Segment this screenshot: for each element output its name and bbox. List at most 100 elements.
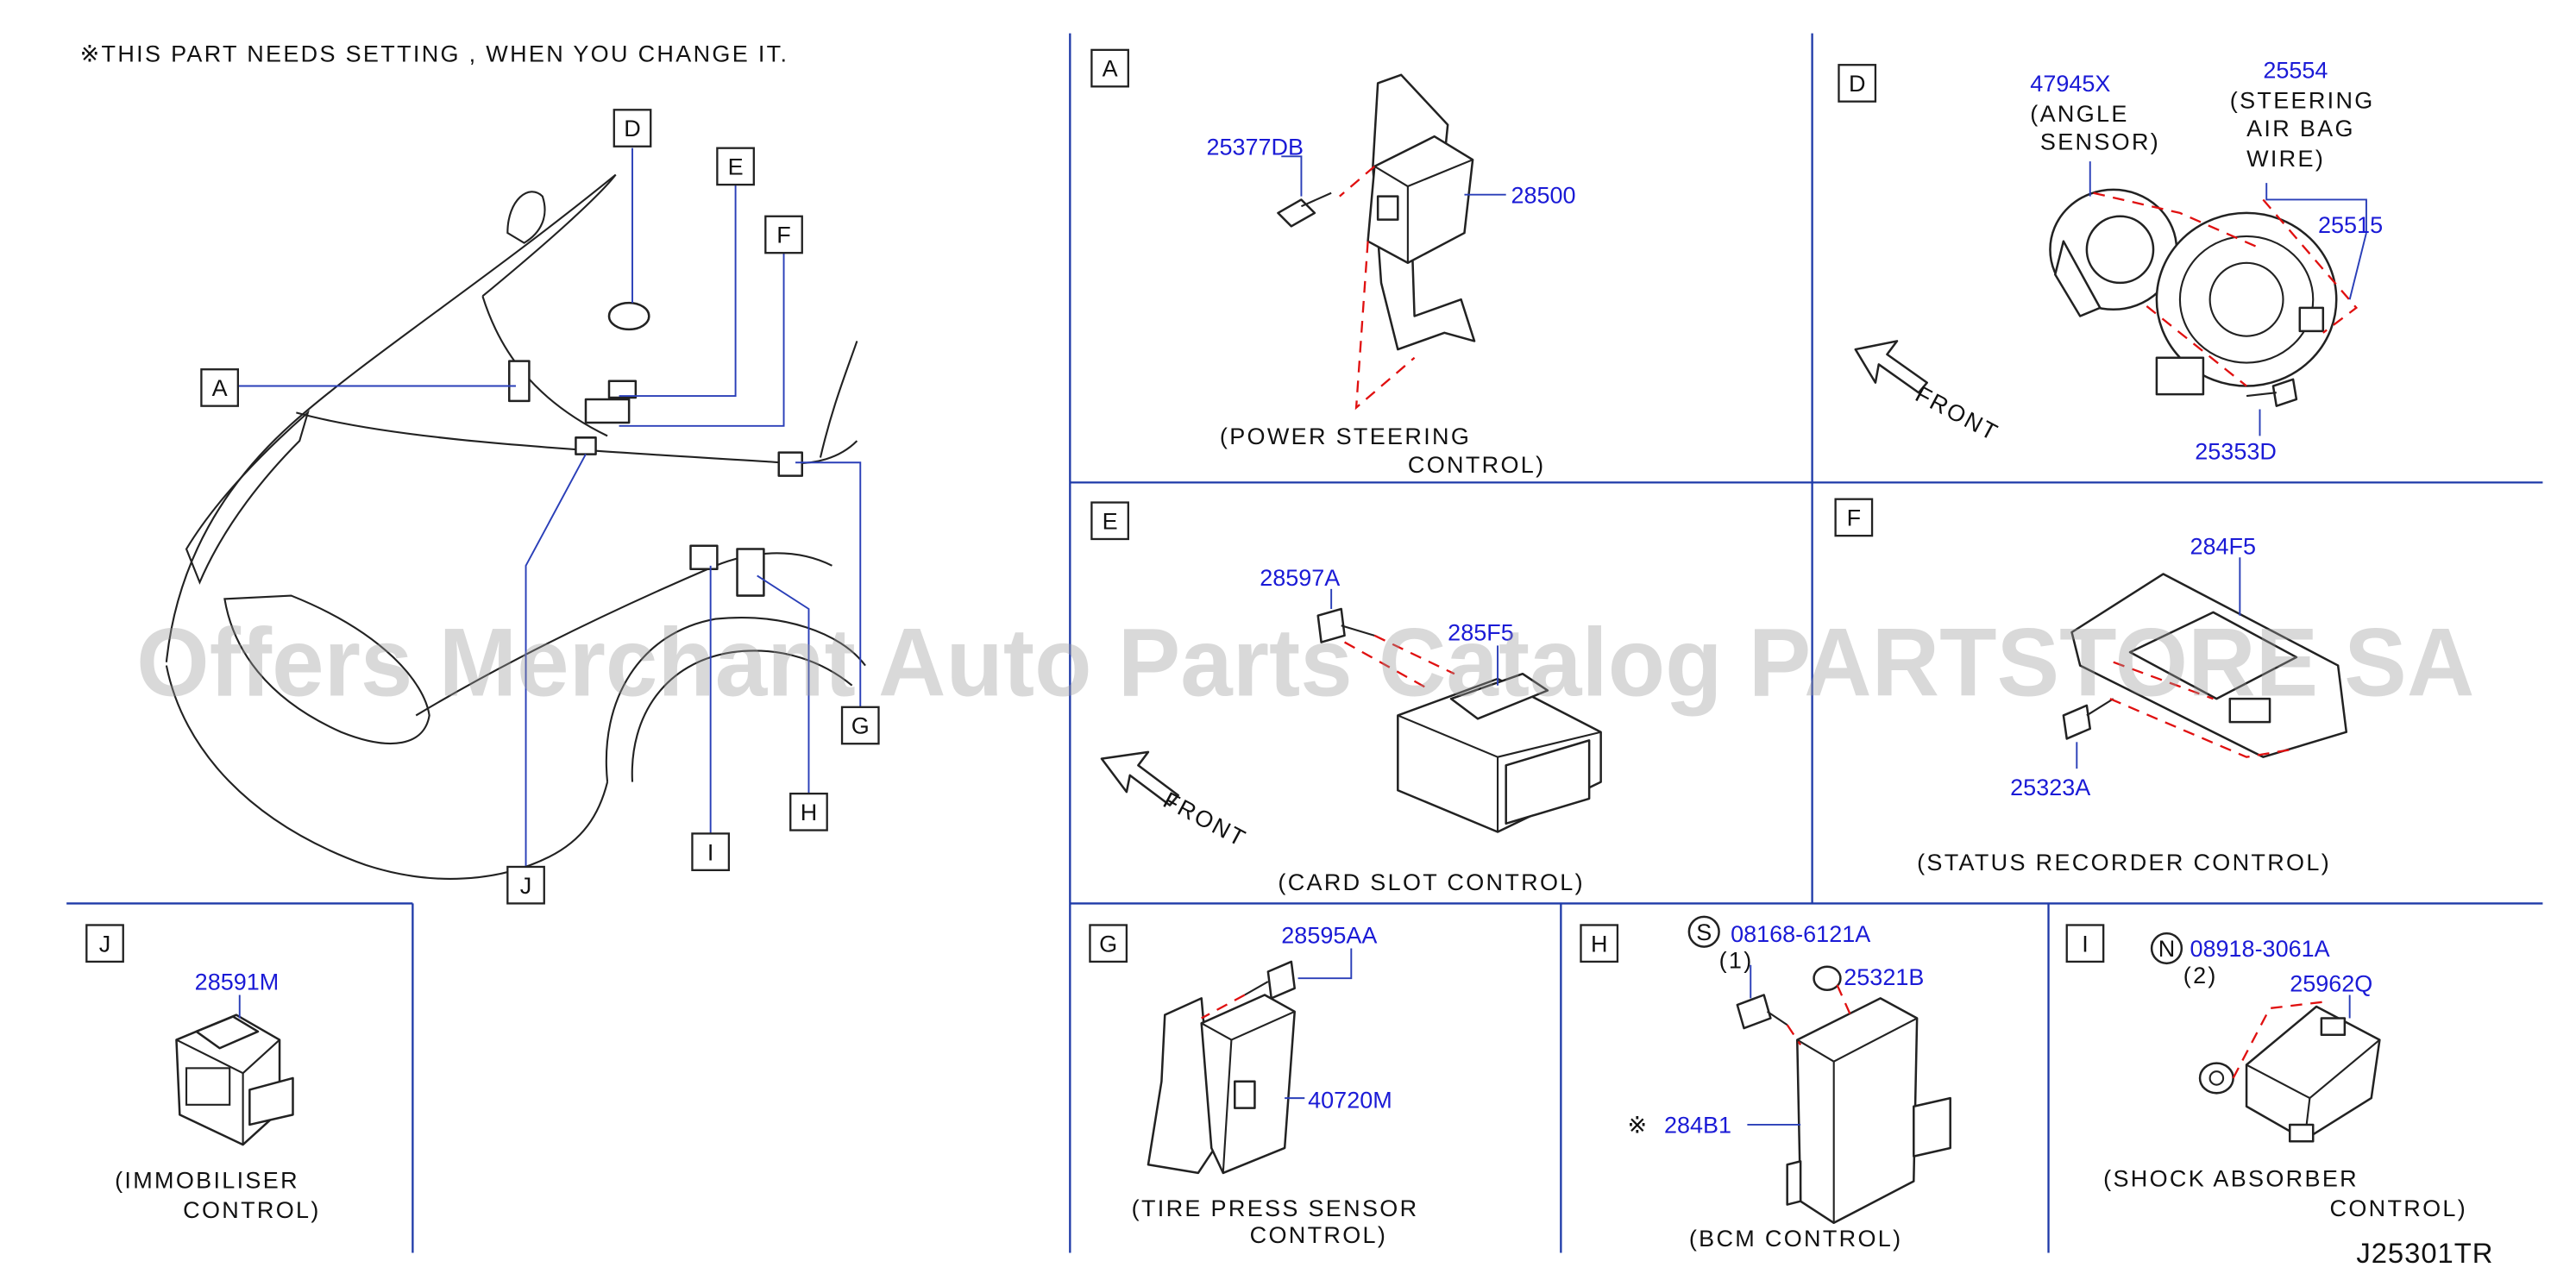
section-f-status-recorder: F 284F5 25323A (STATUS RECORDER CONTROL) [1834, 498, 2348, 875]
svg-text:N: N [2158, 936, 2176, 962]
part-number-25515[interactable]: 25515 [2318, 212, 2383, 238]
part-number-285f5[interactable]: 285F5 [1448, 620, 1514, 646]
caption-card-slot: (CARD SLOT CONTROL) [1278, 869, 1585, 895]
svg-text:(ANGLE: (ANGLE [2030, 101, 2128, 127]
car-bumper [165, 665, 609, 880]
bcm-module [1796, 997, 1919, 1225]
immobiliser-marker [575, 436, 597, 455]
svg-text:S: S [1696, 919, 1712, 945]
vehicle-overview [165, 173, 866, 880]
standard-part-symbol-s [1687, 915, 1720, 948]
caption-power-steering-2: CONTROL) [1408, 452, 1546, 478]
tire-sensor-bracket [1147, 997, 1216, 1175]
section-d-steering: D 47945X (ANGLE SENSOR) 25554 (STEERING … [1838, 58, 2383, 464]
wire-plug-25515 [2298, 306, 2325, 333]
car-side-pillar [819, 341, 858, 458]
caption-shock-2: CONTROL) [2330, 1195, 2468, 1221]
part-number-284f5[interactable]: 284F5 [2190, 533, 2256, 559]
section-i-shock-absorber: I N 08918-3061A (2) 25962Q (SHOCK ABSORB… [2065, 924, 2468, 1221]
section-a-power-steering: A 25377DB 28500 (POWER STEERING CONTROL) [1090, 48, 1576, 478]
quantity-i: (2) [2183, 963, 2218, 988]
car-headlamp [185, 410, 310, 585]
callout-d[interactable]: D [613, 109, 652, 147]
callout-a[interactable]: A [200, 368, 239, 407]
part-number-25321b[interactable]: 25321B [1844, 964, 1924, 990]
svg-text:D: D [624, 116, 641, 141]
section-h-letter: H [1591, 931, 1608, 957]
caption-power-steering-1: (POWER STEERING [1220, 424, 1471, 449]
section-j-immobiliser: J 28591M (IMMOBILISER CONTROL) [85, 924, 321, 1223]
part-number-25554[interactable]: 25554 [2263, 58, 2328, 84]
svg-text:(STEERING: (STEERING [2230, 87, 2375, 113]
svg-text:J: J [520, 873, 532, 899]
car-fender [415, 552, 832, 717]
part-number-284b1[interactable]: 284B1 [1664, 1113, 1731, 1139]
part-number-28595aa[interactable]: 28595AA [1281, 923, 1377, 949]
part-number-40720m[interactable]: 40720M [1308, 1088, 1392, 1114]
part-number-28597a[interactable]: 28597A [1260, 565, 1340, 591]
front-arrow-icon [1100, 750, 1179, 806]
screw-28595aa [1266, 960, 1296, 1000]
part-number-08918-3061a[interactable]: 08918-3061A [2190, 936, 2329, 962]
svg-text:SENSOR): SENSOR) [2040, 129, 2160, 155]
screw-25353d [2271, 378, 2298, 407]
callout-i[interactable]: I [691, 832, 731, 871]
caption-immobiliser-1: (IMMOBILISER [115, 1167, 299, 1193]
card-slot-marker [584, 398, 631, 424]
callout-e[interactable]: E [716, 147, 755, 186]
part-number-25353d[interactable]: 25353D [2195, 438, 2277, 464]
section-h-bcm: H S 08168-6121A (1) 25321B ※ 284B1 (BCM … [1580, 915, 1951, 1252]
shock-absorber-module [2245, 1005, 2381, 1141]
caption-tire-press-2: CONTROL) [1250, 1222, 1388, 1248]
quantity-h: (1) [1719, 948, 1754, 974]
part-number-08168-6121a[interactable]: 08168-6121A [1731, 921, 1870, 947]
front-label-d: FRONT [1911, 381, 2002, 447]
power-steering-bracket [1372, 73, 1476, 351]
callout-f[interactable]: F [764, 215, 803, 254]
car-windshield-base [296, 411, 858, 465]
bolt-08168-6121a [1736, 994, 1772, 1030]
caption-bcm: (BCM CONTROL) [1689, 1226, 1903, 1252]
svg-text:WIRE): WIRE) [2246, 146, 2325, 172]
svg-text:F: F [776, 223, 791, 248]
callout-j[interactable]: J [506, 865, 545, 905]
caption-immobiliser-2: CONTROL) [183, 1197, 321, 1223]
spiral-cable [2155, 211, 2338, 387]
section-e-card-slot: E 28597A 285F5 (CARD SLOT CONTROL) FRONT [1090, 501, 1602, 895]
car-side-mirror [506, 191, 546, 244]
screw-28597a [1316, 607, 1346, 643]
part-number-28500[interactable]: 28500 [1511, 182, 1575, 208]
section-f-letter: F [1847, 505, 1862, 531]
callout-g[interactable]: G [840, 706, 880, 745]
caption-tire-press-1: (TIRE PRESS SENSOR [1132, 1195, 1419, 1221]
shock-absorber-marker [689, 544, 719, 570]
nut-08918-3061a [2198, 1062, 2234, 1095]
svg-text:G: G [851, 713, 870, 739]
front-label-e: FRONT [1159, 787, 1251, 852]
tire-sensor-marker [777, 451, 804, 477]
section-dividers [66, 33, 2543, 1253]
nut-25321b [1813, 965, 1842, 991]
caption-shock-1: (SHOCK ABSORBER [2103, 1165, 2359, 1191]
callout-h[interactable]: H [789, 792, 828, 831]
part-number-28591m[interactable]: 28591M [195, 969, 280, 995]
section-g-tire-press: G 28595AA 40720M (TIRE PRESS SENSOR CONT… [1089, 923, 1419, 1248]
car-front-wheel [605, 617, 866, 782]
car-roofline [165, 173, 617, 662]
angle-sensor-marker [607, 301, 650, 331]
part-number-25962q[interactable]: 25962Q [2290, 971, 2372, 997]
part-number-25323a[interactable]: 25323A [2010, 775, 2090, 800]
part-number-25377db[interactable]: 25377DB [1206, 134, 1304, 160]
watermark: Offers Merchant Auto Parts Catalog PARTS… [136, 608, 2474, 716]
section-i-letter: I [2082, 931, 2089, 957]
section-a-letter: A [1103, 56, 1118, 82]
standard-part-symbol-n [2150, 932, 2183, 965]
overview-leaders [237, 147, 862, 867]
screw-25323a [2062, 704, 2092, 740]
part-number-47945x[interactable]: 47945X [2030, 71, 2110, 97]
overview-parts [508, 301, 804, 597]
car-a-pillar [481, 173, 617, 298]
status-recorder-marker [607, 380, 638, 399]
